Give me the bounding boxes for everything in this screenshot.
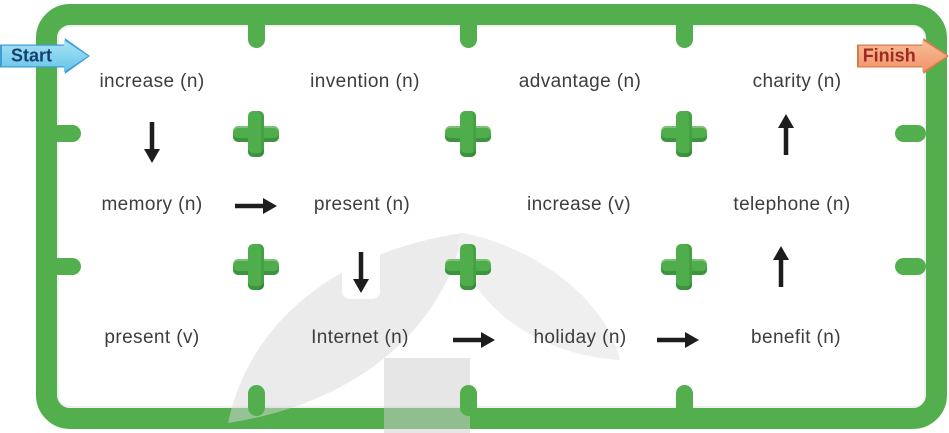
plus-icon [232,110,280,158]
arrow-up-icon [775,112,797,158]
frame-tab [248,17,265,48]
word-cell: increase (v) [526,194,632,215]
frame-tab [50,125,81,142]
arrow-up-icon [770,244,792,290]
word-cell: present (n) [313,194,411,215]
frame-tab [248,385,265,416]
word-cell: present (v) [104,327,200,348]
word-cell: memory (n) [101,194,203,215]
word-cell: increase (n) [99,71,205,92]
start-label: Start [10,45,52,66]
arrow-right-icon [442,325,506,355]
frame-tab [676,17,693,48]
word-cell: Internet (n) [311,327,409,348]
word-cell: benefit (n) [751,327,841,348]
plus-icon [444,110,492,158]
arrow-down-icon [342,245,380,299]
finish-label: Finish [862,45,916,66]
plus-icon [660,110,708,158]
frame-tab [50,258,81,275]
plus-icon [444,243,492,291]
arrow-right-icon [232,195,280,217]
frame-tab [460,17,477,48]
word-cell: invention (n) [310,71,420,92]
start-badge: Start [0,38,90,74]
word-cell: telephone (n) [733,194,851,215]
arrow-right-icon [646,325,710,355]
frame-tab [895,258,926,275]
frame-tab [895,125,926,142]
word-cell: charity (n) [752,71,842,92]
frame-tab [676,385,693,416]
finish-badge: Finish [857,38,949,74]
plus-icon [660,243,708,291]
word-cell: advantage (n) [518,71,642,92]
arrow-down-icon [141,119,163,165]
frame-tab [460,385,477,416]
word-cell: holiday (n) [533,327,627,348]
board-frame [36,4,947,429]
plus-icon [232,243,280,291]
